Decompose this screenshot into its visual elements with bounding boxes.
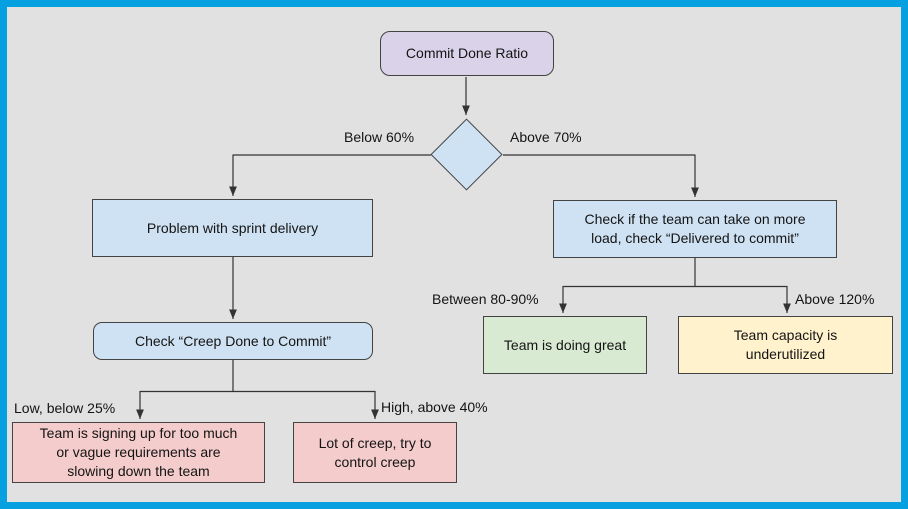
node-team-doing-great: Team is doing great [483, 316, 647, 374]
node-label: or vague requirements are [56, 444, 221, 460]
edge-label-between-80-90: Between 80-90% [432, 291, 539, 307]
node-label: Team is doing great [503, 336, 627, 353]
edge-label-above-70: Above 70% [510, 129, 582, 145]
node-label: load, check “Delivered to commit” [591, 230, 799, 246]
node-label: Problem with sprint delivery [146, 219, 319, 236]
node-check-creep-done-to-commit: Check “Creep Done to Commit” [93, 322, 373, 360]
node-label: slowing down the team [67, 463, 210, 479]
node-lot-of-creep: Lot of creep, try to control creep [293, 422, 457, 483]
node-label: Check if the team can take on more [584, 211, 806, 227]
node-signing-up-too-much: Team is signing up for too much or vague… [12, 422, 265, 483]
node-label: Check “Creep Done to Commit” [134, 332, 332, 349]
node-decision-diamond [430, 118, 503, 191]
node-problem-sprint-delivery: Problem with sprint delivery [92, 199, 373, 257]
node-label: Lot of creep, try to [318, 434, 432, 451]
node-check-team-load: Check if the team can take on more load,… [553, 200, 837, 258]
edge-label-above-120: Above 120% [795, 291, 875, 307]
edge-label-high-above-40: High, above 40% [381, 399, 488, 415]
node-label: Commit Done Ratio [405, 45, 529, 61]
node-label: underutilized [745, 346, 826, 362]
node-capacity-underutilized: Team capacity is underutilized [678, 316, 893, 374]
edge-label-below-60: Below 60% [344, 129, 415, 145]
node-commit-done-ratio: Commit Done Ratio [380, 31, 554, 76]
node-label: Team capacity is [733, 327, 838, 343]
node-label: control creep [334, 453, 416, 470]
node-label: Team is signing up for too much [39, 425, 238, 441]
edge-label-low-below-25: Low, below 25% [14, 400, 116, 416]
